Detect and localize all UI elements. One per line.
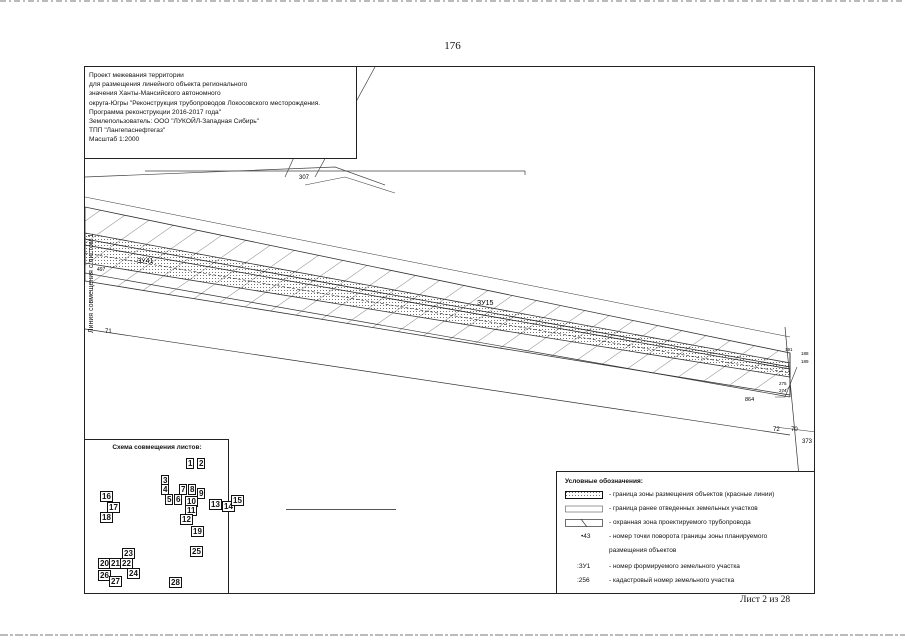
label-zu15: ЗУ15	[477, 300, 493, 307]
title-line: ТПП "Лангепаснефтегаз"	[89, 127, 166, 135]
title-line: Масштаб 1:2000	[89, 136, 140, 144]
sheet-15[interactable]: 15	[231, 495, 244, 506]
label-zu41: ЗУ41	[137, 258, 153, 265]
legend-item-point: •43 - номер точки поворота границы зоны …	[581, 533, 768, 540]
sheet-25[interactable]: 25	[190, 546, 203, 557]
title-line: округа-Югры "Реконструкция трубопроводов…	[89, 99, 321, 107]
match-line-label: Линия совмещения с листом 1	[88, 233, 95, 333]
title-line: Проект межевания территории	[89, 72, 184, 79]
red-line-zone-swatch	[565, 491, 603, 499]
legend-item-hatched: - охранная зона проектируемого трубопров…	[565, 518, 814, 530]
label-497: 497	[97, 267, 106, 273]
hatched-zone-swatch	[565, 519, 603, 527]
sheet-5[interactable]: 5	[165, 494, 174, 505]
label-70: 70	[791, 427, 798, 433]
sheet-scheme: Схема совмещения листов: 1 2 3 4 5 6 7 8…	[85, 439, 244, 593]
sheet-12[interactable]: 12	[180, 514, 193, 525]
sheet-label: Лист 2 из 28	[740, 595, 791, 605]
label-307: 307	[299, 175, 310, 181]
cadastral-code-symbol: :256	[577, 577, 590, 584]
sheet-2[interactable]: 2	[197, 458, 206, 469]
sheet-7[interactable]: 7	[179, 484, 188, 495]
point-marker-symbol: •43	[581, 533, 591, 540]
sheet-6[interactable]: 6	[174, 494, 183, 505]
label-373: 373	[802, 439, 813, 445]
legend-item-red-lines: - граница зоны размещения объектов (крас…	[565, 490, 814, 502]
label-72: 72	[773, 427, 780, 433]
legend-item-parcel-number: :ЗУ1 - номер формируемого земельного уча…	[577, 563, 740, 570]
map-canvas: 307 ЗУ41 ЗУ15 497 71 864 72 70 373 188 1…	[85, 67, 814, 584]
divider-line	[286, 509, 396, 510]
sheet-28[interactable]: 28	[169, 577, 182, 588]
label-71: 71	[105, 329, 112, 335]
sheet-18[interactable]: 18	[100, 512, 113, 523]
sheet-23[interactable]: 23	[122, 548, 135, 559]
label-274: 274	[779, 388, 787, 393]
sheet-14[interactable]: 14	[222, 501, 235, 512]
legend-item-thin-line: - граница ранее отведенных земельных уча…	[565, 504, 814, 516]
title-line: Программа реконструкции 2016-2017 года"	[89, 108, 222, 116]
sheet-24[interactable]: 24	[127, 568, 140, 579]
legend-item-cadastral: :256 - кадастровый номер земельного учас…	[577, 577, 735, 584]
label-864: 864	[745, 397, 754, 403]
label-275: 275	[779, 381, 787, 386]
sheet-9[interactable]: 9	[197, 488, 206, 499]
title-line: Землепользователь: ООО "ЛУКОЙЛ-Западная …	[89, 118, 260, 126]
scheme-title: Схема совмещения листов:	[112, 444, 202, 451]
map-frame: 307 ЗУ41 ЗУ15 497 71 864 72 70 373 188 1…	[84, 66, 815, 594]
thin-line-swatch	[565, 505, 603, 513]
scan-edge-top	[0, 0, 905, 2]
sheet-8[interactable]: 8	[188, 484, 197, 495]
label-188: 188	[801, 351, 809, 356]
title-block: Проект межевания территории для размещен…	[85, 67, 357, 159]
sheet-26[interactable]: 26	[98, 570, 111, 581]
sheet-19[interactable]: 19	[191, 526, 204, 537]
title-line: для размещения линейного объекта региона…	[89, 81, 248, 89]
label-189: 189	[801, 359, 809, 364]
label-191: 191	[785, 347, 793, 352]
legend-item-point-cont: размещения объектов	[609, 547, 677, 554]
sheet-1[interactable]: 1	[186, 458, 195, 469]
sheet-16[interactable]: 16	[100, 491, 113, 502]
title-line: значения Ханты-Мансийского автономного	[89, 90, 221, 98]
sheet-27[interactable]: 27	[109, 576, 122, 587]
sheet-17[interactable]: 17	[107, 502, 120, 513]
page-number: 176	[444, 40, 461, 52]
sheet-13[interactable]: 13	[209, 499, 222, 510]
legend: Условные обозначения: - граница зоны раз…	[556, 471, 814, 593]
legend-title: Условные обозначения:	[565, 478, 643, 485]
parcel-code-symbol: :ЗУ1	[577, 563, 591, 570]
scan-edge-bottom	[0, 634, 905, 636]
